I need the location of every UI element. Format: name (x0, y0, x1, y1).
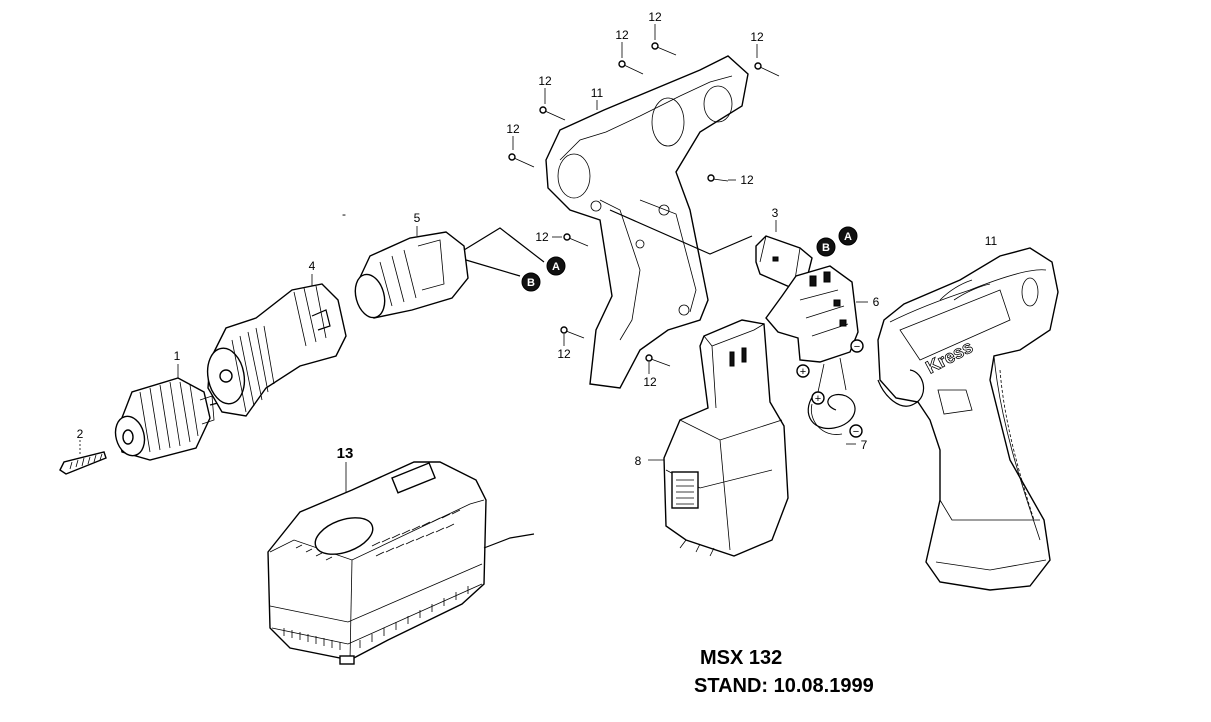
svg-text:−: − (853, 426, 859, 438)
part-1-chuck (114, 364, 223, 461)
model-title: MSX 132 (700, 647, 783, 669)
callout-12-h: 12 (557, 347, 571, 361)
screw-12-c (754, 44, 780, 77)
svg-text:−: − (854, 341, 860, 353)
connector-a-badge: A (546, 256, 566, 276)
part-5-motor (354, 226, 545, 319)
part-2-screw (59, 440, 107, 475)
callout-12-f: 12 (740, 173, 754, 187)
stand-date: STAND: 10.08.1999 (694, 675, 874, 697)
polarity-plus-icon: + (796, 364, 810, 378)
callout-12-g: 12 (535, 230, 549, 244)
screw-12-h (560, 326, 585, 346)
screw-12-a (651, 24, 677, 56)
part-11-housing-half (545, 55, 753, 389)
callout-11-housing-shell: 11 (985, 234, 998, 248)
connector-b-badge: B (521, 272, 541, 292)
callout-1: 1 (174, 349, 181, 363)
callout-12-d: 12 (538, 74, 552, 88)
part-4-gearbox (206, 274, 347, 417)
svg-text:B: B (822, 242, 830, 254)
polarity-minus-icon-lower: − (849, 424, 863, 438)
part-7-wire-set: + − + − (796, 339, 864, 445)
callout-12-a: 12 (648, 10, 662, 24)
screw-12-group (508, 24, 780, 374)
callout-12-e: 12 (506, 122, 520, 136)
svg-text:A: A (552, 261, 560, 273)
screw-12-g (552, 233, 589, 247)
title-block: MSX 132 STAND: 10.08.1999 (694, 644, 874, 700)
polarity-plus-icon-lower: + (811, 391, 825, 405)
callout-4: 4 (309, 259, 316, 273)
callout-12-c: 12 (750, 30, 764, 44)
svg-text:+: + (800, 366, 806, 378)
screw-12-d (539, 88, 566, 121)
part-13-charger (267, 461, 535, 665)
callout-8: 8 (635, 454, 642, 468)
callout-12-i: 12 (643, 375, 657, 389)
svg-text:A: A (844, 231, 852, 243)
screw-12-f (707, 174, 736, 182)
callout-7: 7 (861, 438, 868, 452)
callout-6: 6 (873, 295, 880, 309)
part-6-switch (765, 265, 868, 393)
svg-text:B: B (527, 277, 535, 289)
connector-a-badge-switch: A (838, 226, 858, 246)
connector-b-badge-switch: B (816, 237, 836, 257)
screw-12-b (618, 42, 644, 75)
dash-mark: - (342, 207, 346, 221)
callout-13: 13 (337, 445, 354, 462)
screw-12-e (508, 136, 535, 168)
svg-text:+: + (815, 393, 821, 405)
callout-11-housing-half: 11 (591, 86, 604, 100)
part-8-battery-pack (648, 319, 789, 557)
callout-12-b: 12 (615, 28, 629, 42)
part-11-housing-shell: Kress (877, 247, 1059, 591)
callout-2: 2 (77, 427, 84, 441)
polarity-minus-icon: − (850, 339, 864, 353)
callout-3: 3 (772, 206, 779, 220)
screw-12-i (645, 354, 671, 374)
callout-5: 5 (414, 211, 421, 225)
